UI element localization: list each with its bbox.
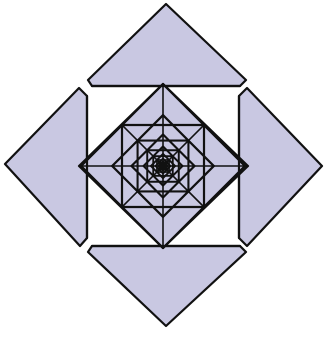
- top-piece: [88, 4, 246, 86]
- bottom-piece: [88, 246, 246, 326]
- right-piece: [239, 88, 322, 246]
- center-point: [158, 161, 168, 171]
- left-piece: [5, 88, 87, 246]
- inner-lines: [79, 84, 248, 248]
